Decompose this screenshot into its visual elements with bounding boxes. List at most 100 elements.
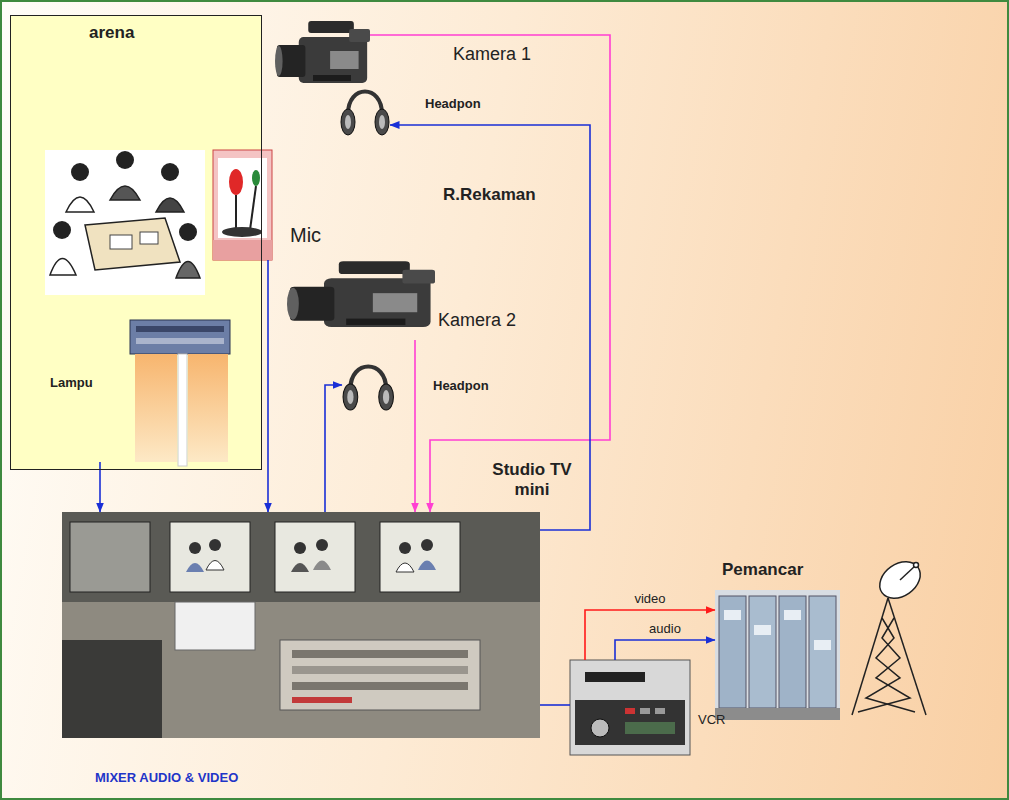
camera-picture-part [324,278,431,327]
headphone-picture-part [341,109,355,135]
antenna-tower-part [858,618,910,712]
people-clipart-part [161,163,179,181]
lamp-unit: Lampu [40,320,235,462]
lamp-picture-part [135,354,177,462]
microphone-picture [213,150,272,260]
headphone-picture-part [350,367,386,390]
mixer-picture-part [421,539,433,551]
signal-wire [414,340,416,512]
node-label: Headpon [425,96,481,112]
microphone-picture-part [250,186,256,230]
lamp-picture-part [188,354,228,462]
vcr-picture-part [591,719,609,737]
signal-wire [267,260,269,512]
vcr-picture-part [570,660,690,755]
vcr-picture-part [625,722,675,734]
vcr-picture-part [625,708,635,714]
transmitter-picture-part [814,640,831,650]
mixer-picture-part [292,666,468,674]
vcr-picture-part [585,672,645,682]
headphone: Headpon [342,355,395,415]
mixer-console: MIXER AUDIO & VIDEO [62,512,540,738]
mixer-picture-part [62,602,540,738]
headphone-picture-part [379,115,385,129]
microphone-picture-part [222,227,262,237]
node-label: arena [89,23,134,43]
vcr-picture-part [640,708,650,714]
mixer-picture-part [280,640,480,710]
signal-wire [325,385,342,512]
mixer-picture-part [62,512,540,602]
node-label: Headpon [433,378,489,394]
signal-wire [540,704,570,706]
mixer-picture-part [170,522,250,592]
headphone-picture-part [343,384,358,410]
mixer-picture [62,512,540,738]
mixer-picture-part [418,561,436,571]
lamp-picture-part [178,354,187,466]
signal-wire [370,35,610,512]
people-clipart-part [116,151,134,169]
mixer-picture-part [292,697,352,703]
headphone-picture-part [345,115,351,129]
vcr-picture-part [575,700,685,745]
people-clipart-part [85,218,180,270]
room-label: R.Rekaman [443,185,536,205]
headphone: Headpon [340,80,390,140]
camera-picture-part [275,46,283,76]
camera-picture-part [346,319,405,325]
mixer-picture-part [380,522,460,592]
mixer-picture-part [70,522,150,592]
mixer-picture-part [316,539,328,551]
node-label: Lampu [50,375,93,391]
people-clipart-part [110,186,140,200]
antenna-tower-part [888,598,926,715]
people-clipart-part [176,262,200,279]
headphone-picture-part [348,92,382,115]
people-clipart-part [66,197,94,212]
vcr-picture [570,660,690,755]
mixer-picture-part [313,561,331,571]
mixer-picture-part [206,561,224,571]
camera-picture-part [287,288,299,320]
camera: Kamera 2 [287,255,435,340]
mixer-picture-part [186,563,204,572]
mixer-picture-part [175,602,255,650]
transmitter-picture-part [749,596,776,708]
node-label: Kamera 2 [438,310,516,332]
camera-picture-part [308,21,354,33]
mixer-picture-part [399,542,411,554]
people-clipart-part [140,232,158,244]
mixer-picture-part [62,640,162,738]
camera-picture-part [299,37,367,83]
lamp-picture [130,320,230,466]
camera-picture-part [349,29,370,42]
people-clipart-part [45,150,205,295]
mixer-picture-part [291,563,309,572]
microphone-picture-part [213,150,272,260]
transmitter-picture-part [809,596,836,708]
mixer-picture-part [396,563,414,572]
camera-picture [275,21,370,83]
people-clipart-part [50,259,76,276]
mixer-picture-part [189,542,201,554]
node-label: MIXER AUDIO & VIDEO [95,770,238,786]
signal-wire [585,610,715,660]
transmitter-picture-part [754,625,771,635]
headphone-picture-part [383,390,389,404]
transmitter-picture-part [715,708,840,720]
transmitter-picture-part [779,596,806,708]
antenna-tower-part [873,554,927,605]
antenna-tower [852,554,927,715]
people-clipart-part [179,223,197,241]
transmitter-picture [715,590,840,720]
microphone-picture-part [213,240,272,260]
lamp-picture-part [136,326,224,332]
antenna-tower-part [914,563,919,568]
wire-label: audio [649,621,681,637]
microphone-picture-part [252,170,260,186]
signal-wire [390,125,590,530]
